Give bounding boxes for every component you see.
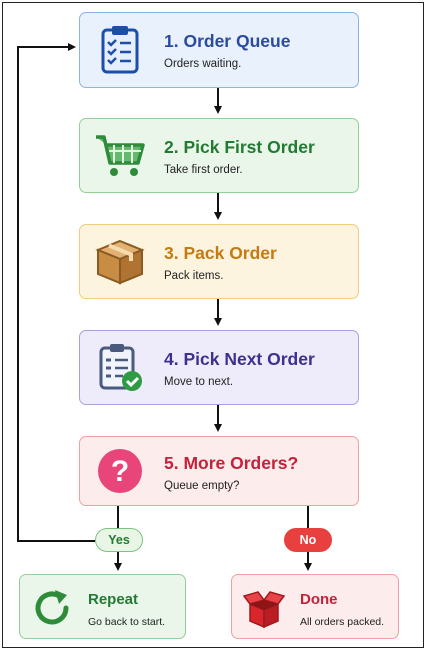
step-order-queue: 1. Order Queue Orders waiting. <box>79 12 359 88</box>
shopping-cart-icon <box>96 135 145 176</box>
cardboard-box-icon <box>95 239 145 285</box>
step-description: Move to next. <box>164 376 234 388</box>
step-description: Queue empty? <box>164 480 240 492</box>
step-description: Take first order. <box>164 164 243 176</box>
clipboard-checklist-icon <box>101 26 139 74</box>
step-title: 2. Pick First Order <box>164 137 315 157</box>
outcome-done: Done All orders packed. <box>231 574 399 639</box>
step-description: Pack items. <box>164 270 224 282</box>
step-title: 3. Pack Order <box>164 243 277 263</box>
diagram-frame <box>2 2 424 648</box>
step-pick-first-order: 2. Pick First Order Take first order. <box>79 118 359 193</box>
open-red-box-icon <box>242 591 286 629</box>
step-title: 1. Order Queue <box>164 31 291 51</box>
svg-text:?: ? <box>111 455 129 488</box>
step-pick-next-order: 4. Pick Next Order Move to next. <box>79 330 359 405</box>
step-more-orders: ? 5. More Orders? Queue empty? <box>79 436 359 506</box>
outcome-description: Go back to start. <box>88 616 166 628</box>
outcome-title: Repeat <box>88 591 139 608</box>
step-title: 5. More Orders? <box>164 453 299 473</box>
outcome-repeat: Repeat Go back to start. <box>19 574 186 639</box>
checklist-check-icon <box>99 344 142 391</box>
no-branch-label: No <box>284 528 332 552</box>
step-title: 4. Pick Next Order <box>164 349 315 369</box>
loop-back-arrow <box>17 43 95 542</box>
yes-branch-label: Yes <box>95 528 143 552</box>
step-description: Orders waiting. <box>164 58 242 70</box>
refresh-arrow-icon <box>35 590 69 625</box>
outcome-description: All orders packed. <box>300 616 385 628</box>
question-mark-icon: ? <box>98 449 142 493</box>
outcome-title: Done <box>300 591 338 608</box>
step-pack-order: 3. Pack Order Pack items. <box>79 224 359 299</box>
